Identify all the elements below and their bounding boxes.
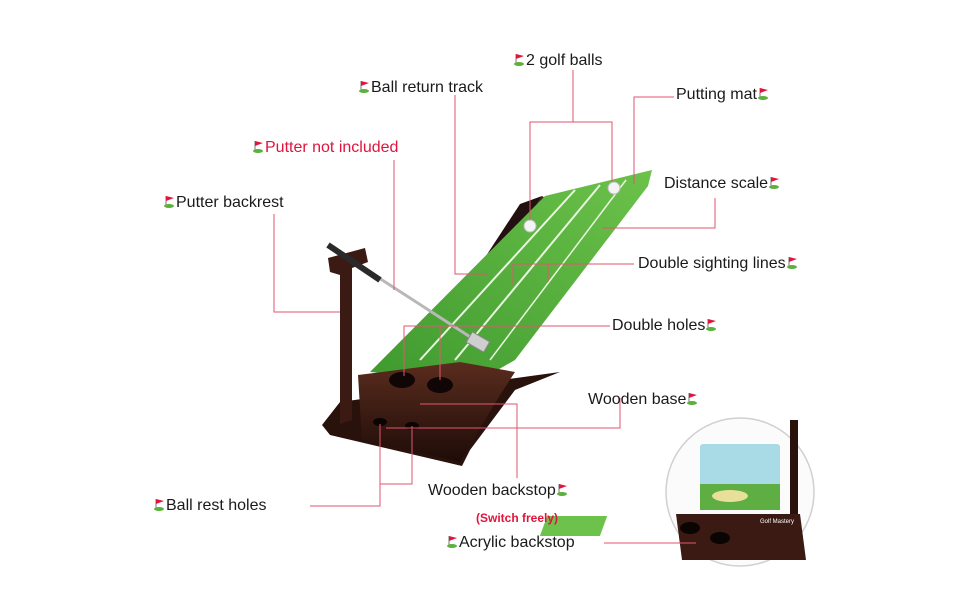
golf-flag-icon	[163, 195, 176, 208]
double-hole	[389, 372, 415, 388]
inset-brand-text: Golf Mastery	[760, 519, 794, 525]
label-switch-freely: (Switch freely)	[476, 511, 559, 525]
golf-flag-icon	[686, 392, 699, 405]
label-wooden-backstop: Wooden backstop	[428, 482, 569, 500]
golf-flag-icon	[768, 176, 781, 189]
label-double-holes: Double holes	[612, 317, 718, 335]
golf-flag-icon	[252, 140, 265, 153]
label-putter-not-included: Putter not included	[252, 139, 398, 157]
golf-flag-icon	[757, 87, 770, 100]
golf-flag-icon	[153, 498, 166, 511]
label-distance-scale: Distance scale	[664, 175, 781, 193]
golf-flag-icon	[513, 53, 526, 66]
label-wooden-base: Wooden base	[588, 391, 699, 409]
label-double-sighting-lines: Double sighting lines	[638, 255, 799, 273]
double-hole	[427, 377, 453, 393]
golf-ball	[607, 181, 621, 195]
label-golf-balls: 2 golf balls	[513, 52, 603, 70]
label-putter-backrest: Putter backrest	[163, 194, 284, 212]
golf-flag-icon	[556, 483, 569, 496]
label-acrylic-backstop: Acrylic backstop	[446, 534, 575, 552]
putter-backrest	[328, 248, 368, 424]
golf-flag-icon	[446, 535, 459, 548]
golf-flag-icon	[358, 80, 371, 93]
ball-rest-hole	[373, 418, 387, 426]
golf-flag-icon	[705, 318, 718, 331]
label-ball-rest-holes: Ball rest holes	[153, 497, 267, 515]
label-ball-return-track: Ball return track	[358, 79, 483, 97]
golf-flag-icon	[786, 256, 799, 269]
label-putting-mat: Putting mat	[676, 86, 770, 104]
